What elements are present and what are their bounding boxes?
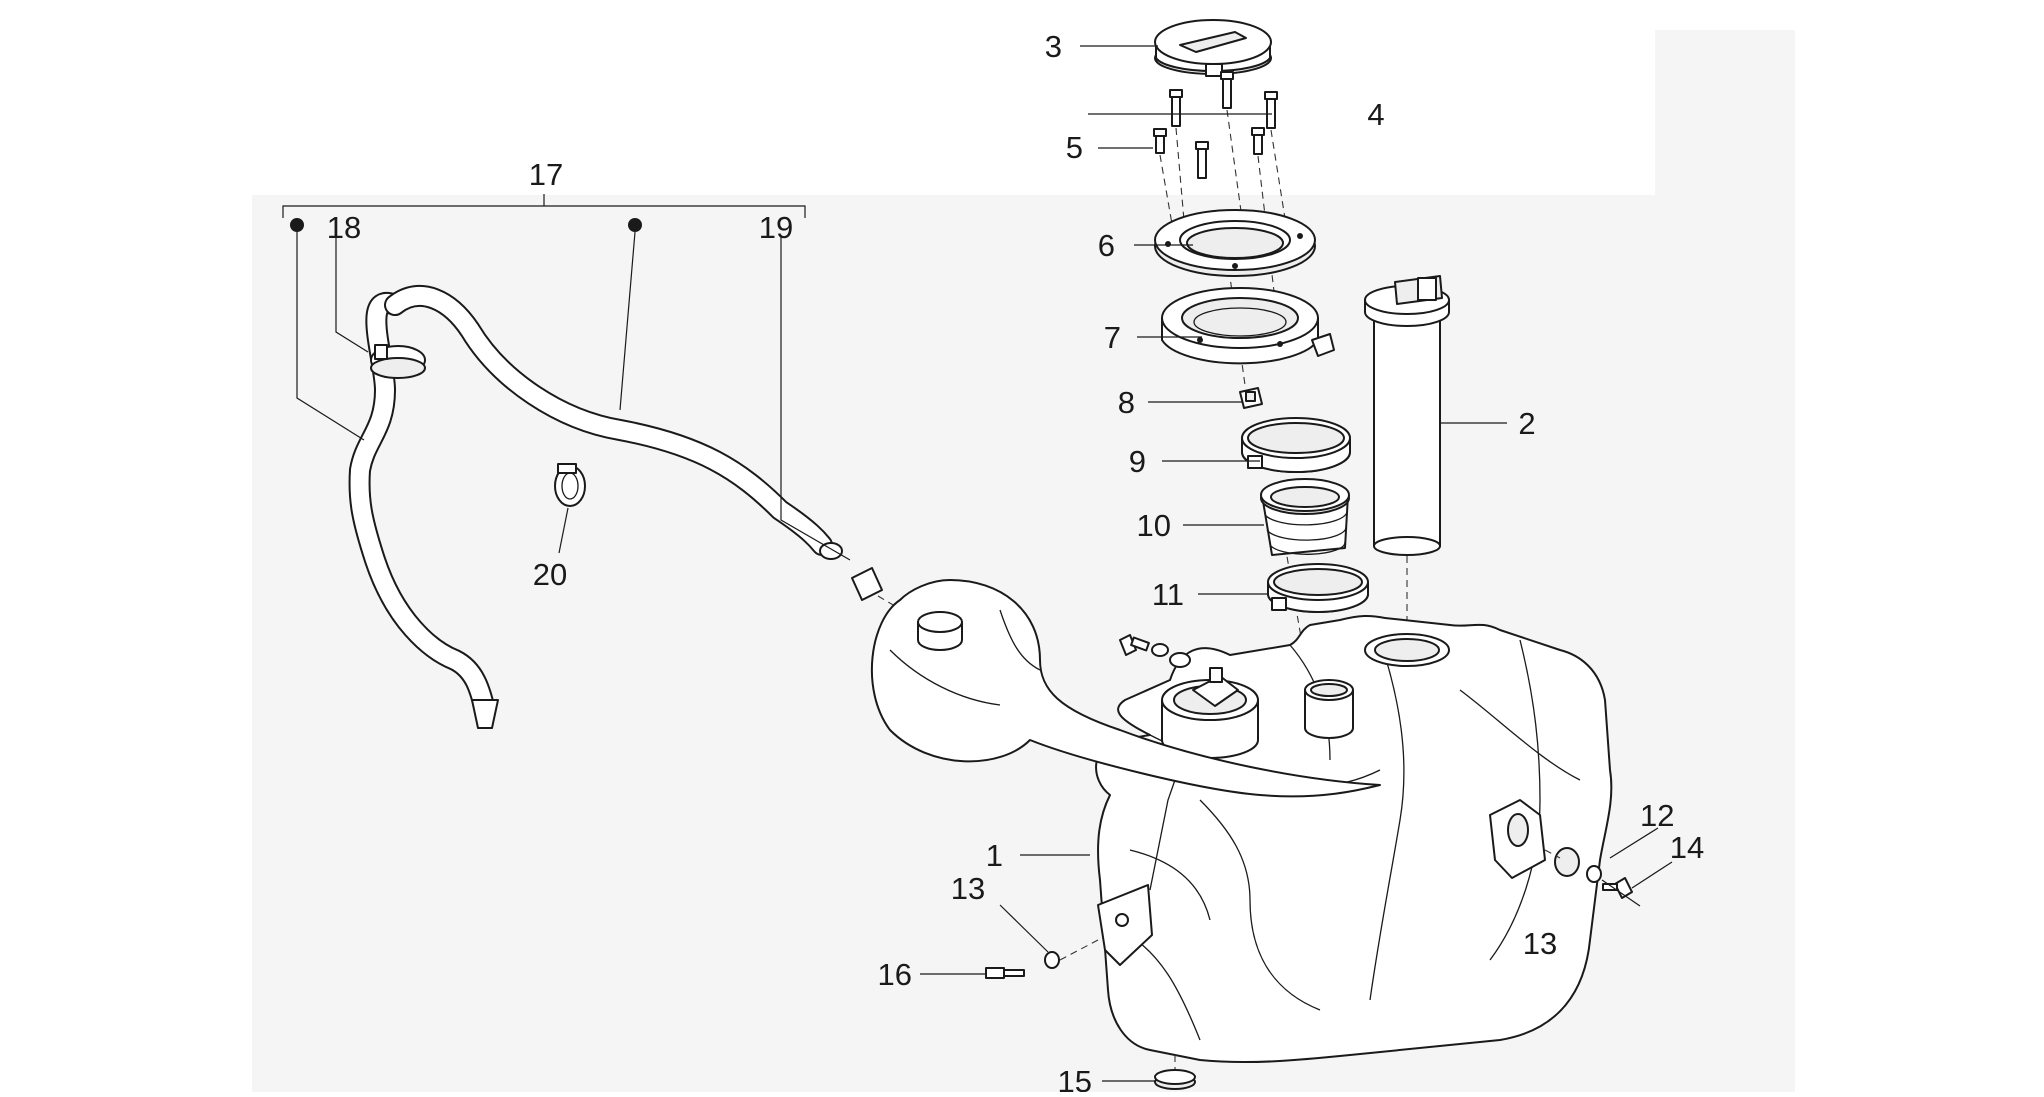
fuel-cap-3 xyxy=(1154,19,1272,77)
hose-clamp-11 xyxy=(1267,563,1369,613)
callout-8: 8 xyxy=(1118,385,1135,420)
callout-3: 3 xyxy=(1045,29,1062,64)
bracket-17 xyxy=(282,194,806,232)
callout-7: 7 xyxy=(1104,320,1121,355)
callout-6: 6 xyxy=(1098,228,1115,263)
hardware-right xyxy=(1544,847,1633,899)
clip-8 xyxy=(1239,387,1263,409)
hose-clamp-20 xyxy=(554,463,586,507)
callout-labels: 1 2 3 4 5 6 7 8 9 10 11 12 13 13 14 15 1… xyxy=(327,29,1704,1097)
callout-1: 1 xyxy=(986,838,1003,873)
hose-clamp-9 xyxy=(1241,417,1351,473)
callout-11: 11 xyxy=(1152,577,1184,612)
callout-10: 10 xyxy=(1137,508,1171,543)
filler-neck-7 xyxy=(1161,287,1335,365)
fuel-sender-2 xyxy=(1364,275,1450,556)
fuel-tank-1 xyxy=(1095,614,1613,1075)
callout-15: 15 xyxy=(1058,1064,1092,1092)
callout-19: 19 xyxy=(759,210,793,245)
callout-20: 20 xyxy=(533,557,567,592)
screws-4-5 xyxy=(1153,71,1278,179)
callout-16: 16 xyxy=(878,957,912,992)
callout-18: 18 xyxy=(327,210,361,245)
callout-13b: 13 xyxy=(1523,926,1557,961)
callout-5: 5 xyxy=(1066,130,1083,165)
hose-19 xyxy=(384,285,843,560)
callout-13a: 13 xyxy=(951,871,985,906)
callout-9: 9 xyxy=(1129,444,1146,479)
callout-17: 17 xyxy=(529,157,563,192)
callout-12: 12 xyxy=(1640,798,1674,833)
callout-4: 4 xyxy=(1367,97,1384,132)
detail-zoom-bubble xyxy=(870,579,1381,798)
hardware-left xyxy=(985,634,1196,1090)
flange-ring-6 xyxy=(1154,209,1316,277)
leader-lines xyxy=(296,45,1673,1082)
connector-hose-10 xyxy=(1260,478,1350,556)
callout-2: 2 xyxy=(1518,406,1535,441)
hose-18 xyxy=(348,292,499,729)
callout-14: 14 xyxy=(1670,830,1704,865)
